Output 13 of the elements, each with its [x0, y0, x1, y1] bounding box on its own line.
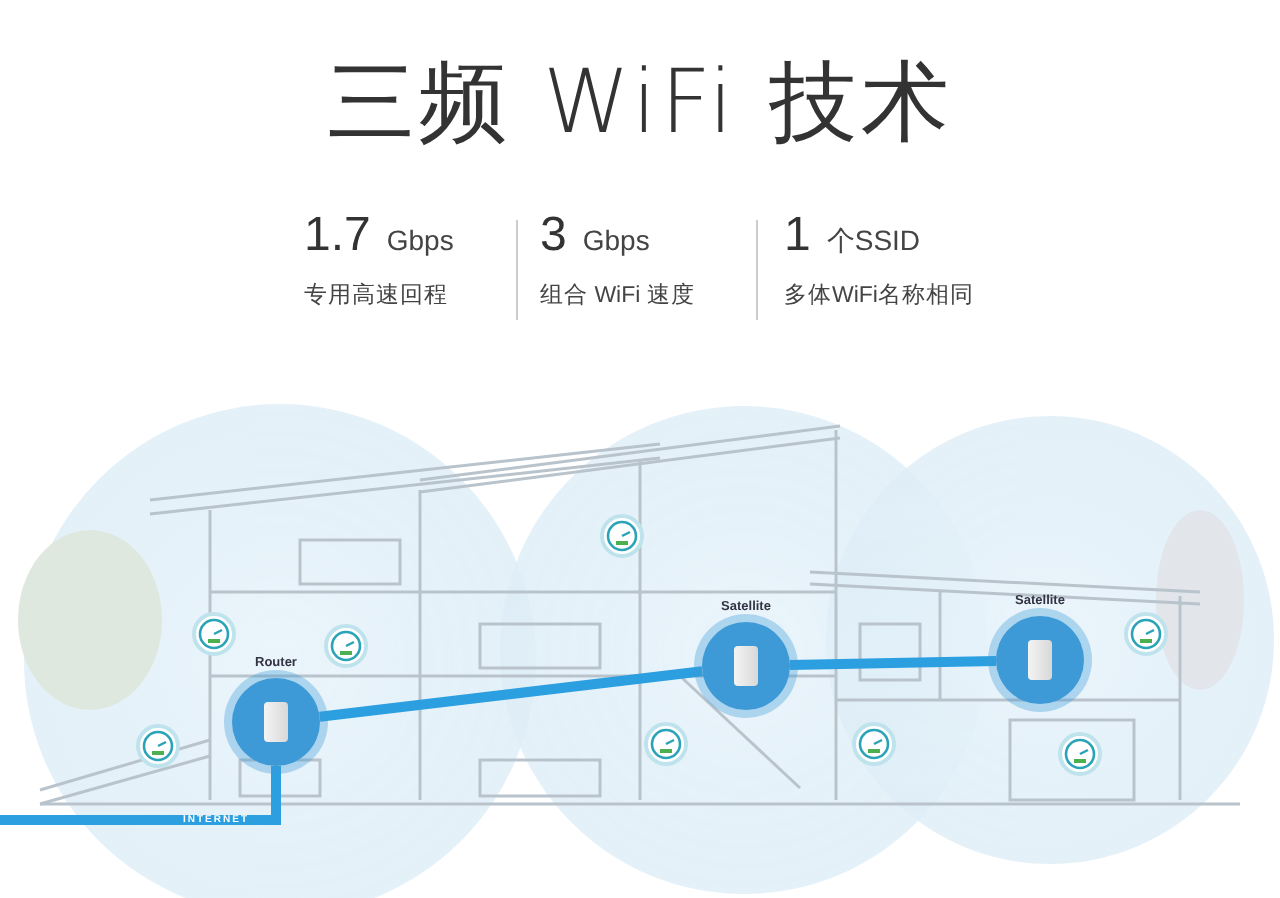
title: 三频 WiFi 技术: [324, 50, 956, 158]
stat-value: 1.7: [304, 208, 371, 264]
stat-caption: 多体WiFi名称相同: [784, 281, 974, 310]
cable-line: [789, 655, 997, 671]
cable-line: [0, 766, 281, 825]
stat-caption: 组合 WiFi 速度: [540, 281, 695, 310]
stat-unit: 个SSID: [826, 224, 921, 260]
stat-value: 1: [784, 208, 811, 264]
stat-unit: Gbps: [386, 224, 454, 256]
stat-unit: Gbps: [582, 224, 650, 256]
stat-value: 3: [540, 208, 567, 264]
cable-line: [319, 666, 703, 722]
stat-caption: 专用高速回程: [304, 280, 450, 310]
